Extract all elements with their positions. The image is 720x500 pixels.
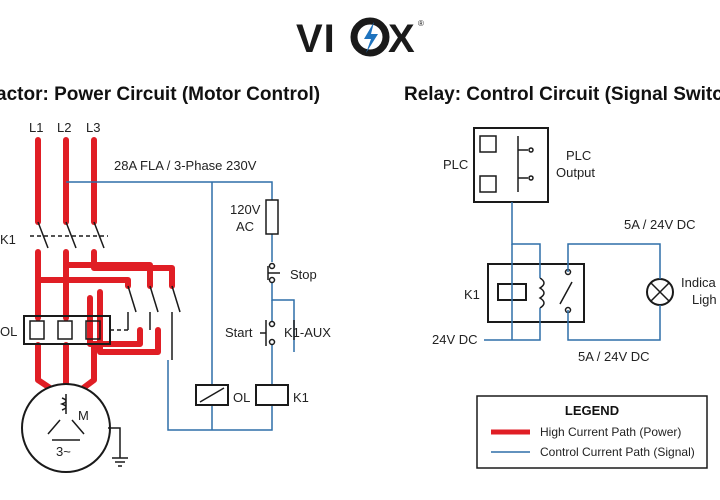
label-120v: 120V [230,202,261,217]
label-k1-coil: K1 [293,390,309,405]
contactor-devices [23,221,181,360]
logo-text-right: X [388,17,416,61]
label-fla: 28A FLA / 3-Phase 230V [114,158,257,173]
legend-power-label: High Current Path (Power) [540,425,681,439]
fuse-icon [265,199,279,235]
relay-title: Relay: Control Circuit (Signal Switc [404,84,720,105]
viox-logo: VI X ® [296,17,424,61]
ol-coil-icon [195,384,229,406]
label-relay-k1: K1 [464,287,480,302]
label-l1: L1 [29,120,43,135]
label-plc: PLC [443,157,468,172]
label-rating-bottom: 5A / 24V DC [578,349,650,364]
legend: LEGEND High Current Path (Power) Control… [476,395,708,469]
label-l3: L3 [86,120,100,135]
power-path [35,137,175,395]
control-circuit-relay [484,202,661,341]
label-l2: L2 [57,120,71,135]
label-stop: Stop [290,267,317,282]
label-plc-output-2: Output [556,165,595,180]
relay-labels: PLC PLC Output K1 24V DC 5A / 24V DC 5A … [432,148,717,364]
label-ac: AC [236,219,254,234]
label-24v-dc: 24V DC [432,332,478,347]
indicator-light-icon [646,278,674,306]
ol-relay-block [23,315,128,345]
start-button-icon [260,320,276,346]
control-devices-contactor [195,199,295,406]
label-indicator-1: Indica [681,275,716,290]
label-k1: K1 [0,232,16,247]
logo-text-left: VI [296,17,336,61]
label-ol-left: OL [0,324,17,339]
contactor-labels: L1 L2 L3 28A FLA / 3-Phase 230V K1 OL 12… [0,120,331,459]
plc-module [473,127,549,203]
legend-signal-label: Control Current Path (Signal) [540,445,695,459]
label-motor-phase: 3~ [56,444,71,459]
k1-main-contacts [30,221,108,249]
ground-icon [108,427,128,467]
relay-k1-module [487,263,585,323]
logo-trademark: ® [418,19,424,28]
logo-o-bolt-icon [350,17,390,57]
label-rating-top: 5A / 24V DC [624,217,696,232]
contactor-title: actor: Power Circuit (Motor Control) [0,84,320,105]
motor-icon [21,383,128,473]
label-indicator-2: Ligh [692,292,717,307]
label-motor: M [78,408,89,423]
label-k1-aux: K1-AUX [284,325,331,340]
label-ol-coil: OL [233,390,250,405]
label-start: Start [225,325,253,340]
stop-button-icon [267,262,280,284]
label-plc-output-1: PLC [566,148,591,163]
aux-contacts [127,285,181,360]
k1-coil-icon [255,384,289,406]
legend-title: LEGEND [565,403,619,418]
